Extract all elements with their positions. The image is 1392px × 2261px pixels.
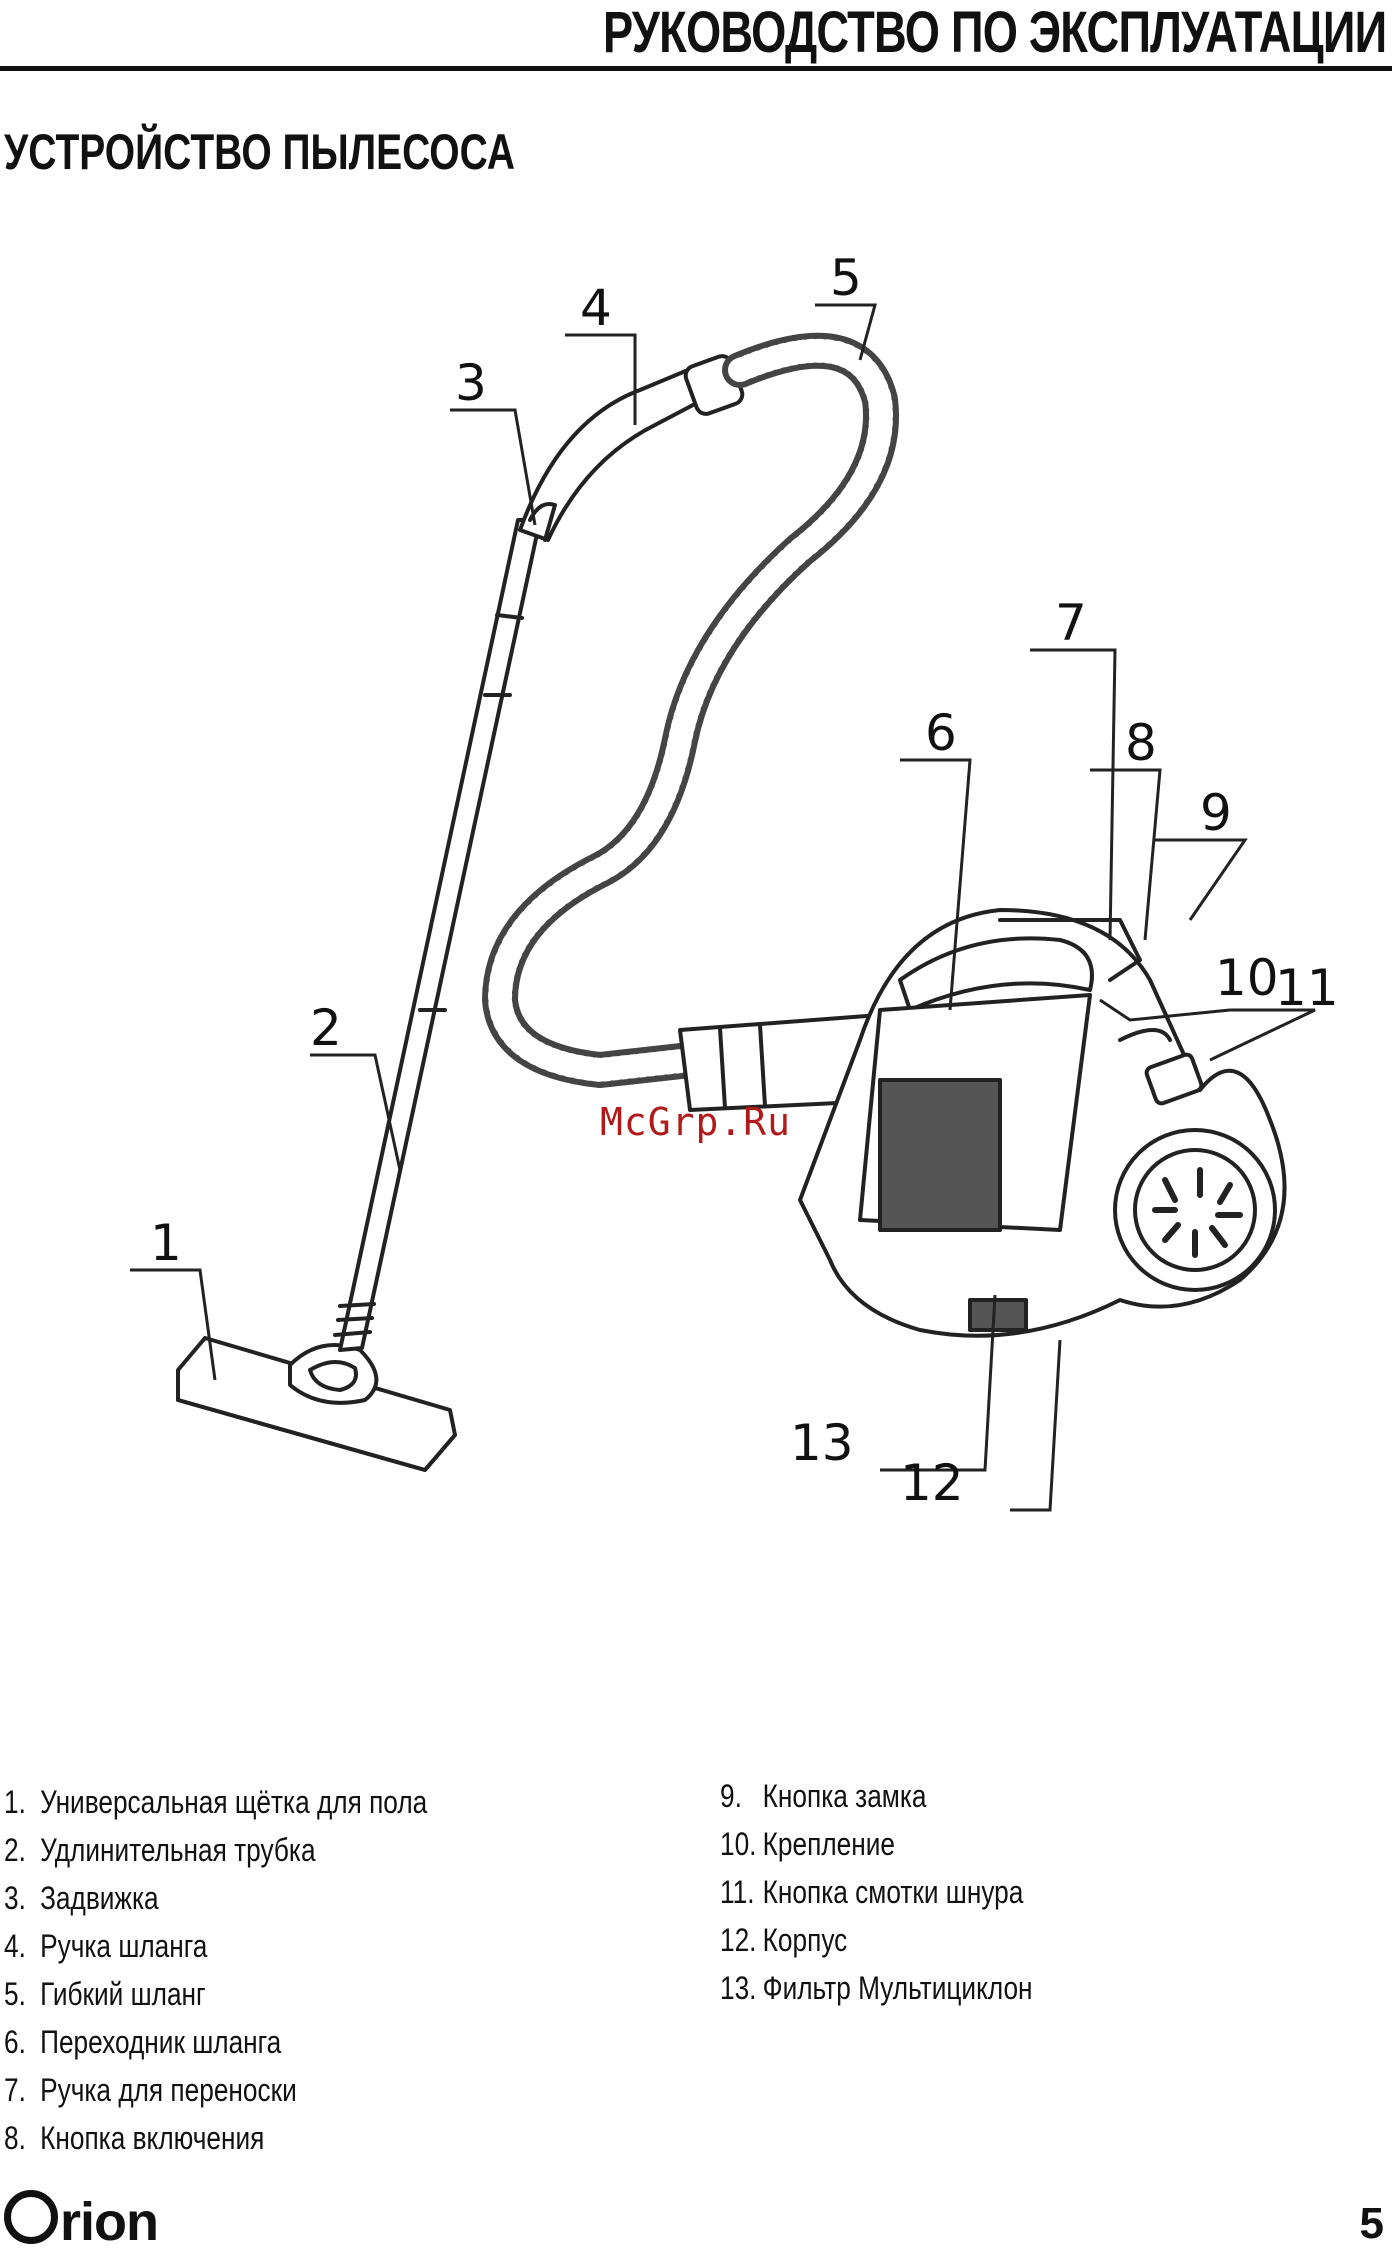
legend-item-label: Универсальная щётка для пола	[40, 1784, 428, 1820]
callout-1: 1	[150, 1214, 182, 1272]
legend-item-9: 9. Кнопка замка	[720, 1772, 1033, 1820]
leader-line-1	[130, 1268, 217, 1381]
brand-logo: rion	[4, 2190, 159, 2252]
leader-line-3	[450, 408, 537, 526]
leader-line-9	[1155, 838, 1248, 921]
callout-11: 11	[1275, 959, 1339, 1017]
legend-item-number: 9.	[720, 1778, 742, 1814]
legend-item-label: Ручка для переноски	[40, 2072, 297, 2108]
callout-2: 2	[310, 999, 342, 1057]
legend-item-5: 5. Гибкий шланг	[4, 1970, 427, 2018]
legend-item-4: 4. Ручка шланга	[4, 1922, 427, 1970]
legend-item-label: Задвижка	[40, 1880, 159, 1916]
callout-5: 5	[830, 249, 862, 307]
legend-item-number: 13.	[720, 1970, 757, 2006]
legend-item-10: 10.Крепление	[720, 1820, 1033, 1868]
legend-right-column: 9. Кнопка замка 10.Крепление 11.Кнопка см…	[720, 1772, 1101, 2012]
leader-line-10	[1099, 998, 1231, 1022]
legend-item-number: 6.	[4, 2024, 26, 2060]
legend-item-label: Гибкий шланг	[40, 1976, 206, 2012]
legend-item-number: 7.	[4, 2072, 26, 2108]
leader-line-5	[815, 303, 877, 361]
legend-item-label: Кнопка смотки шнура	[762, 1874, 1024, 1910]
brand-logo-o-icon	[4, 2190, 58, 2244]
legend-item-label: Удлинительная трубка	[40, 1832, 316, 1868]
callout-13: 13	[790, 1414, 854, 1472]
legend-item-6: 6. Переходник шланга	[4, 2018, 427, 2066]
legend-left-column: 1. Универсальная щётка для пола 2. Удлинит…	[4, 1778, 520, 2162]
vacuum-cleaner-diagram: 1 2 3 4 5 6 7 8 9 10 11 12 13	[130, 249, 1339, 1512]
legend-item-12: 12.Корпус	[720, 1916, 1033, 1964]
legend-item-number: 12.	[720, 1922, 757, 1958]
leader-line-11	[1209, 1008, 1316, 1062]
leader-line-12-13	[880, 1294, 1062, 1512]
legend-item-number: 4.	[4, 1928, 26, 1964]
callout-9: 9	[1200, 784, 1232, 842]
legend-item-number: 3.	[4, 1880, 26, 1916]
legend-item-label: Фильтр Мультициклон	[762, 1970, 1033, 2006]
legend-item-3: 3. Задвижка	[4, 1874, 427, 1922]
page-header-title: РУКОВОДСТВО ПО ЭКСПЛУАТАЦИИ	[602, 0, 1387, 65]
watermark-text: McGrp.Ru	[600, 1100, 792, 1144]
legend-item-label: Крепление	[762, 1826, 895, 1862]
legend-item-13: 13.Фильтр Мультициклон	[720, 1964, 1033, 2012]
callout-3: 3	[455, 354, 487, 412]
legend-item-number: 8.	[4, 2120, 26, 2156]
header-divider	[0, 66, 1392, 71]
leader-line-2	[310, 1053, 402, 1171]
legend-item-2: 2. Удлинительная трубка	[4, 1826, 427, 1874]
callout-7: 7	[1055, 594, 1087, 652]
leader-line-6	[900, 758, 972, 1011]
legend-item-number: 5.	[4, 1976, 26, 2012]
page-number: 5	[1359, 2199, 1384, 2248]
legend-item-7: 7. Ручка для переноски	[4, 2066, 427, 2114]
legend-item-1: 1. Универсальная щётка для пола	[4, 1778, 427, 1826]
hose-handle-drawing	[518, 354, 745, 542]
leader-line-7	[1030, 648, 1117, 941]
callout-10: 10	[1215, 949, 1279, 1007]
legend-item-8: 8. Кнопка включения	[4, 2114, 427, 2162]
vacuum-body-drawing	[798, 908, 1287, 1338]
legend-item-number: 10.	[720, 1826, 757, 1862]
section-title: УСТРОЙСТВО ПЫЛЕСОСА	[4, 124, 516, 180]
legend-item-number: 11.	[720, 1874, 755, 1910]
callout-4: 4	[580, 279, 612, 337]
legend-item-number: 2.	[4, 1832, 26, 1868]
callout-8: 8	[1125, 714, 1157, 772]
legend-item-label: Ручка шланга	[40, 1928, 208, 1964]
leader-line-8	[1090, 768, 1162, 941]
flexible-hose-drawing	[482, 332, 899, 1088]
legend-item-label: Кнопка замка	[762, 1778, 927, 1814]
legend-item-label: Корпус	[762, 1922, 848, 1958]
legend-item-number: 1.	[4, 1784, 26, 1820]
callout-6: 6	[925, 704, 957, 762]
leader-line-4	[565, 333, 637, 425]
brand-logo-text: rion	[60, 2192, 159, 2252]
legend-item-label: Кнопка включения	[40, 2120, 265, 2156]
floor-brush-drawing	[176, 1336, 457, 1472]
legend-item-11: 11.Кнопка смотки шнура	[720, 1868, 1033, 1916]
callout-12: 12	[900, 1454, 964, 1512]
legend-item-label: Переходник шланга	[40, 2024, 282, 2060]
